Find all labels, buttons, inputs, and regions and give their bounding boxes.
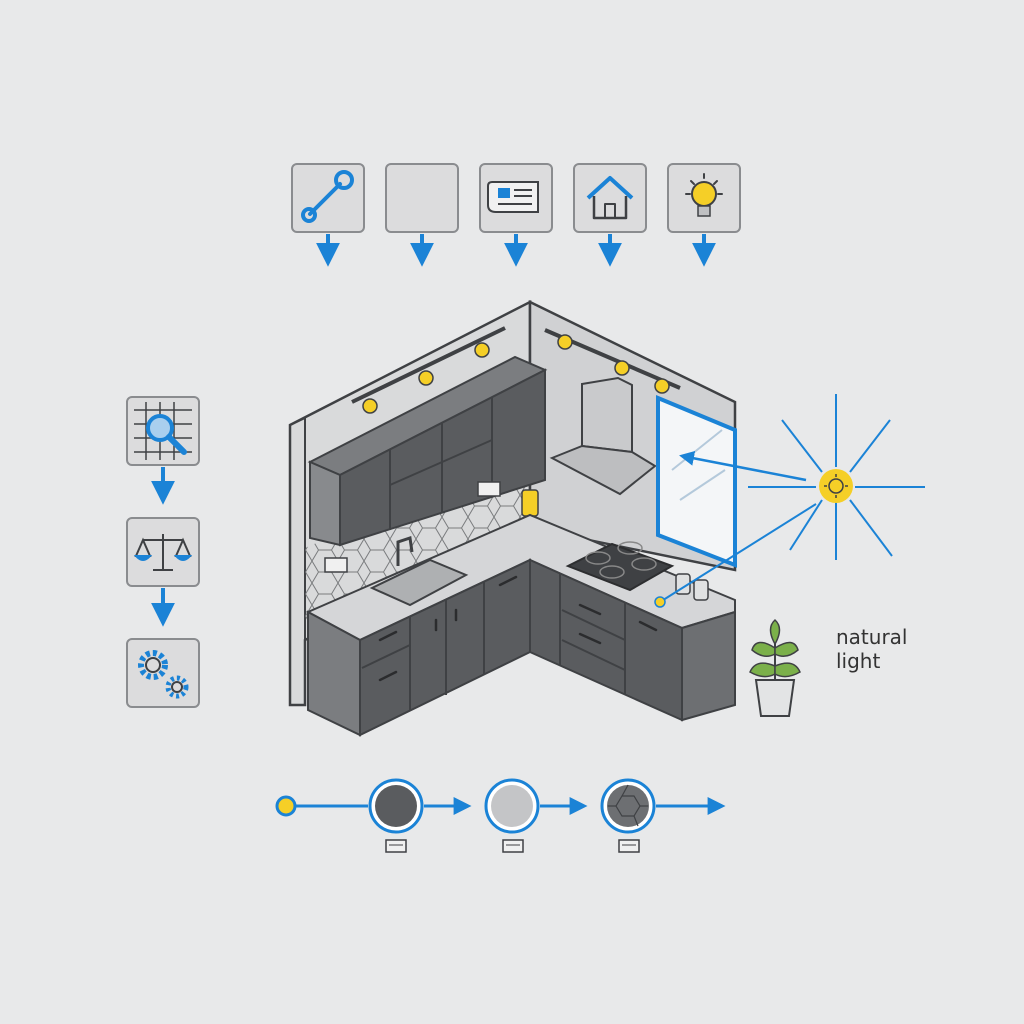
side-icon-column [126,396,200,708]
top-icon-house[interactable] [573,163,647,267]
range-hood [549,376,657,496]
side-icon-gears[interactable] [126,638,200,708]
wrench-icon [301,170,354,223]
gears-icon [138,650,189,699]
swatch-light-gray[interactable] [484,778,540,853]
side-icon-search[interactable] [126,396,200,505]
lightbulb-icon [685,173,723,217]
top-icon-lightbulb[interactable] [667,163,741,267]
window [656,395,737,568]
upper-cabinets [307,355,548,547]
flow-start-dot [275,795,297,817]
balance-scale-icon [133,534,193,571]
house-icon [586,176,634,220]
material-flow [275,778,726,853]
sun-natural-light [654,394,925,608]
top-icon-row [291,163,741,267]
swatch-dark-gray[interactable] [368,778,424,853]
lower-cabinets [307,558,736,737]
top-icon-blank[interactable] [385,163,459,267]
annotation-line2: light [836,649,880,673]
grid-magnifier-icon [134,402,192,460]
sink [369,558,469,607]
sun-rays [748,394,925,560]
track-lights [351,326,681,414]
blueprint-icon [487,181,539,213]
side-icon-scale[interactable] [126,517,200,627]
swatch-hexagon-tile[interactable] [600,778,656,853]
light-ray-counter [659,503,817,603]
plant-icon [749,618,801,717]
canister [521,489,539,517]
sun-icon [819,469,853,503]
annotation-line1: natural [836,625,907,649]
light-ray-window [679,450,807,482]
kitchen-illustration [288,299,737,737]
top-icon-blueprint[interactable] [479,163,553,267]
top-icon-wrench[interactable] [291,163,365,267]
